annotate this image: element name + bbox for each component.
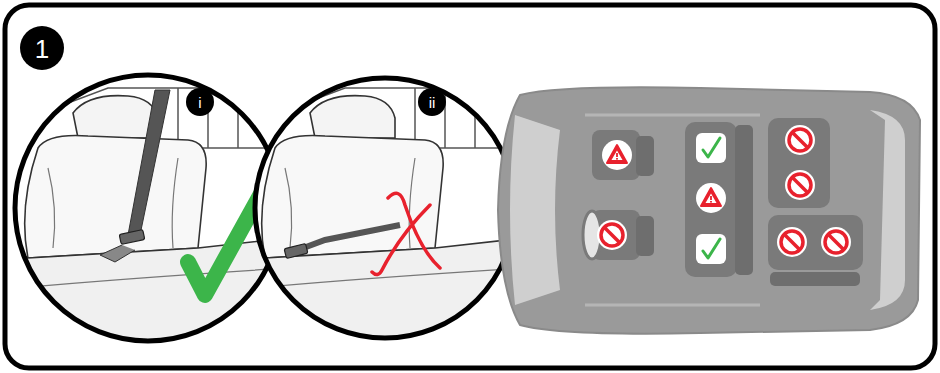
callout-number: ii — [429, 95, 436, 110]
step-badge — [20, 26, 64, 70]
callout-number: 1 — [35, 36, 49, 62]
callout-number: i — [198, 95, 201, 110]
callout-badge — [418, 88, 446, 116]
panel-border — [5, 5, 935, 368]
seat-inset-wrong — [245, 68, 525, 350]
car-top-view — [498, 87, 920, 333]
callout-badge — [186, 88, 214, 116]
cross-mark — [372, 193, 440, 274]
check-mark — [188, 192, 262, 295]
seat-inset-correct — [8, 68, 288, 348]
